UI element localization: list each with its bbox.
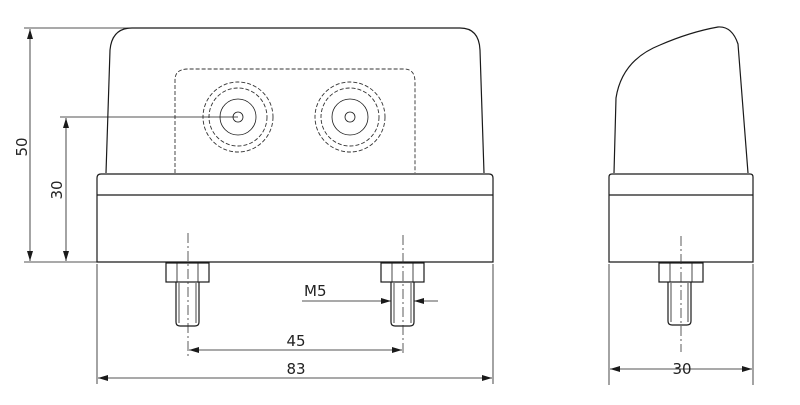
dimension-30-depth-label: 30	[672, 360, 691, 378]
dimension-83-label: 83	[286, 360, 305, 378]
mounting-stud-right	[380, 235, 425, 356]
front-view: 50 30 M5 45 83	[13, 27, 494, 384]
lens-window-outline	[174, 68, 416, 173]
dimension-45: 45	[189, 332, 402, 353]
lamp-right	[314, 81, 386, 153]
base-block	[96, 173, 494, 263]
thread-callout-label: M5	[304, 282, 327, 300]
dimension-50-label: 50	[13, 137, 31, 156]
lamp-housing-outline	[105, 27, 485, 174]
dimension-45-label: 45	[286, 332, 305, 350]
dimension-50: 50	[13, 27, 130, 263]
dimension-30-height: 30	[48, 116, 238, 261]
dimension-83: 83	[96, 264, 494, 384]
dimension-30-height-label: 30	[48, 180, 66, 199]
thread-callout-m5: M5	[302, 282, 438, 304]
dimension-30-depth: 30	[608, 264, 754, 385]
mounting-stud-left	[165, 233, 210, 356]
side-view: 30	[608, 26, 754, 385]
side-mounting-stud	[658, 236, 704, 352]
side-housing-outline	[613, 26, 749, 174]
side-base-block	[608, 173, 754, 263]
